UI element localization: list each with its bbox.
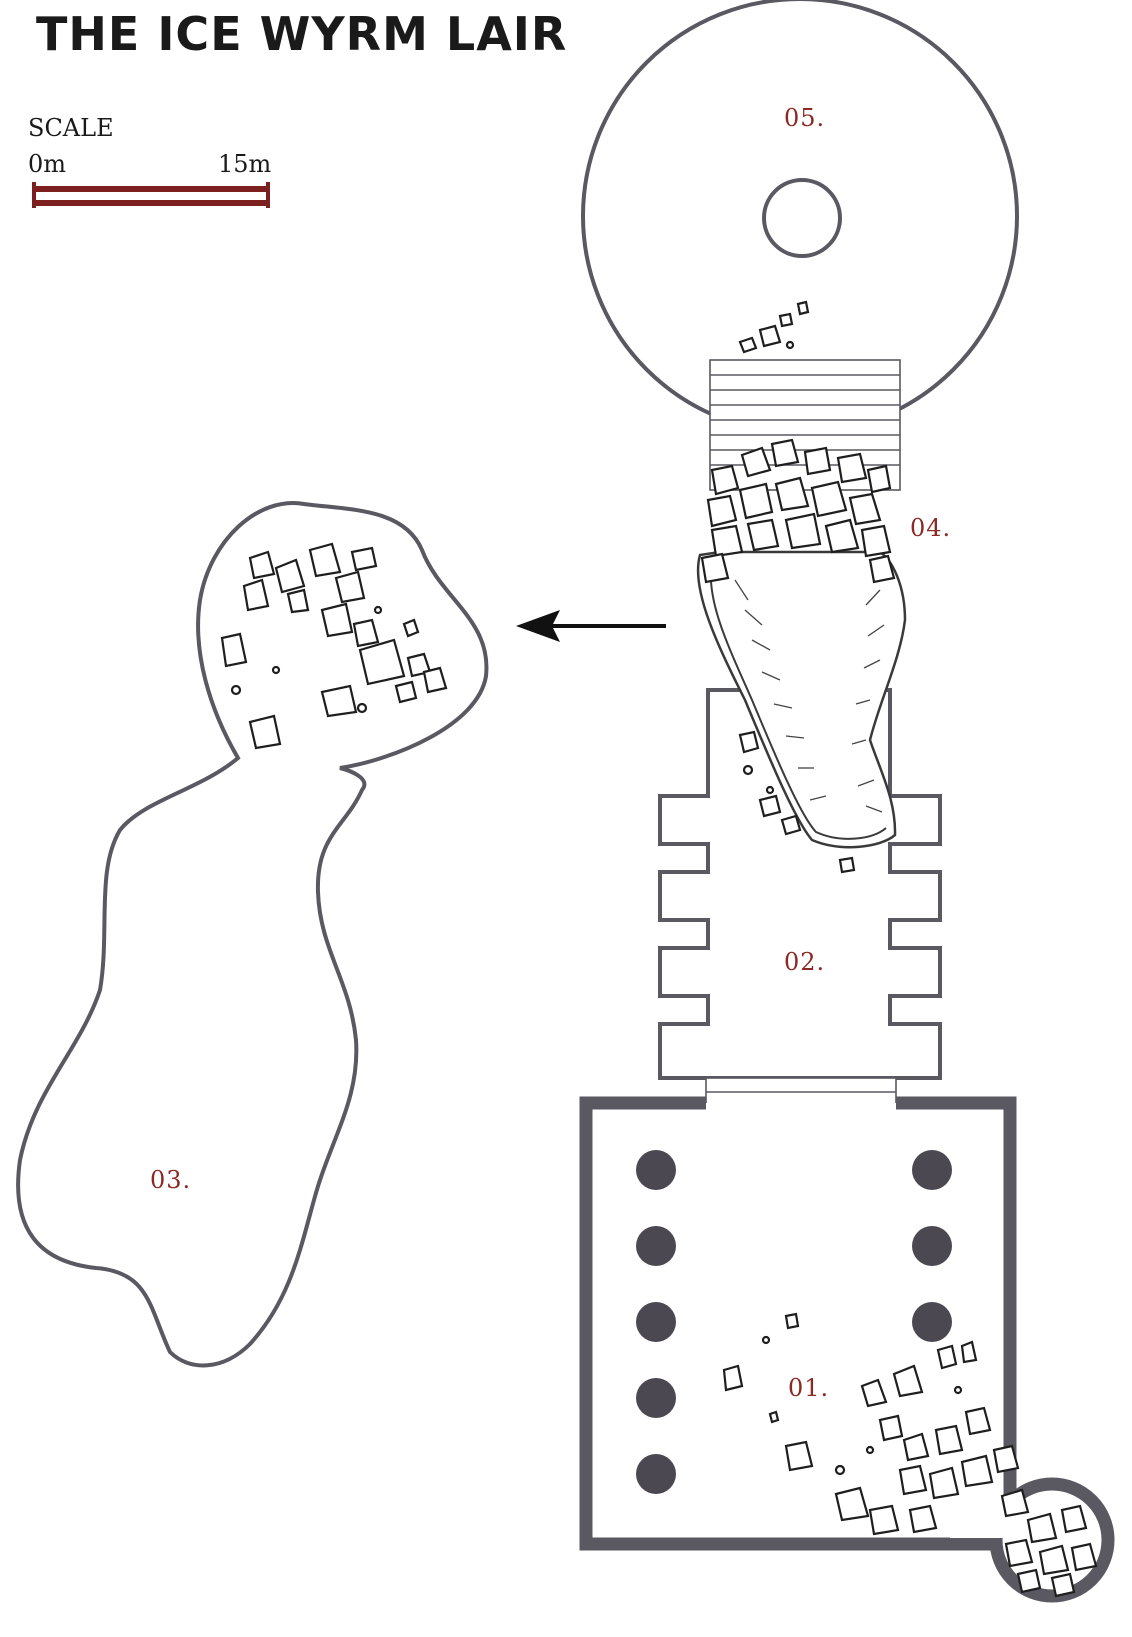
room-03 bbox=[16, 501, 489, 1368]
room-label-01: 01. bbox=[788, 1374, 829, 1402]
rubble-icon bbox=[738, 300, 810, 354]
room-05 bbox=[581, 0, 1019, 435]
room-01 bbox=[579, 1096, 1115, 1603]
room-label-03: 03. bbox=[150, 1166, 191, 1194]
scale-legend: SCALE 0m 15m bbox=[28, 114, 272, 208]
scale-end-label: 15m bbox=[218, 150, 272, 178]
central-well bbox=[762, 178, 842, 258]
pillar-icon bbox=[636, 1150, 952, 1494]
stairs-icon bbox=[709, 359, 901, 491]
arrow-left-icon bbox=[516, 610, 666, 642]
scale-start-label: 0m bbox=[28, 150, 66, 178]
room-label-02: 02. bbox=[784, 948, 825, 976]
rubble-icon bbox=[220, 542, 448, 750]
rubble-icon bbox=[700, 438, 896, 874]
scale-bar bbox=[32, 182, 270, 208]
rubble-icon bbox=[722, 1312, 1098, 1598]
scale-heading: SCALE bbox=[28, 114, 114, 142]
room-label-05: 05. bbox=[784, 104, 825, 132]
room-04 bbox=[696, 438, 907, 874]
room-label-04: 04. bbox=[910, 514, 951, 542]
map-title: THE ICE WYRM LAIR bbox=[36, 7, 567, 61]
